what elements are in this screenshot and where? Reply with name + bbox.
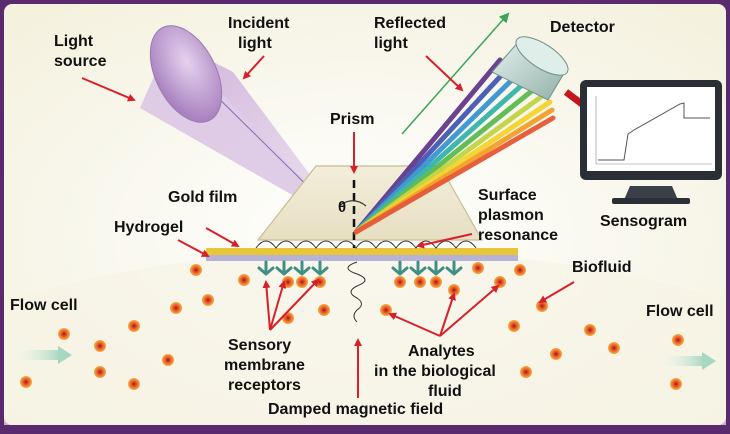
label-receptors-1: Sensory (228, 337, 291, 354)
label-flow-cell-right: Flow cell (646, 303, 714, 320)
angle-arc (339, 200, 367, 207)
label-incident-2: light (238, 35, 272, 52)
label-damped-field: Damped magnetic field (268, 401, 443, 418)
label-receptors-3: receptors (228, 377, 301, 394)
flow-in-arrow (14, 350, 60, 360)
label-spr-3: resonance (478, 227, 558, 244)
pointer-arrows (81, 55, 575, 398)
label-reflected-1: Reflected (374, 15, 446, 32)
analytes (20, 262, 684, 390)
hydrogel-layer (206, 255, 518, 261)
label-incident-1: Incident (228, 15, 290, 32)
receptors (257, 260, 463, 276)
flow-out-arrow (660, 356, 704, 366)
label-receptors-2: membrane (224, 357, 305, 374)
label-prism: Prism (330, 111, 374, 128)
label-light-source-1: Light (54, 33, 94, 50)
reflected-direction-arrow (401, 12, 510, 135)
gold-film (206, 248, 518, 255)
label-hydrogel: Hydrogel (114, 219, 183, 236)
flow-in-arrowhead (58, 346, 72, 364)
label-biofluid: Biofluid (572, 259, 632, 276)
label-theta: θ (338, 199, 346, 216)
detector (491, 36, 569, 101)
label-detector: Detector (550, 19, 615, 36)
label-reflected-2: light (374, 35, 408, 52)
label-analytes-2: in the biological (374, 363, 496, 380)
flow-out-arrowhead (702, 352, 716, 370)
label-gold-film: Gold film (168, 189, 237, 206)
label-light-source-2: source (54, 53, 107, 70)
label-sensogram: Sensogram (600, 213, 687, 230)
label-spr-2: plasmon (478, 207, 544, 224)
label-flow-cell-left: Flow cell (10, 297, 78, 314)
label-analytes-3: fluid (428, 383, 462, 400)
surface-plasmon-wave (255, 240, 477, 249)
light-source (149, 25, 223, 123)
reflected-light-fan (353, 57, 556, 235)
label-spr-1: Surface (478, 187, 537, 204)
damped-field-wave (347, 261, 366, 323)
biofluid-region (4, 250, 726, 425)
sensogram-monitor (580, 80, 722, 204)
label-analytes-1: Analytes (408, 343, 475, 360)
